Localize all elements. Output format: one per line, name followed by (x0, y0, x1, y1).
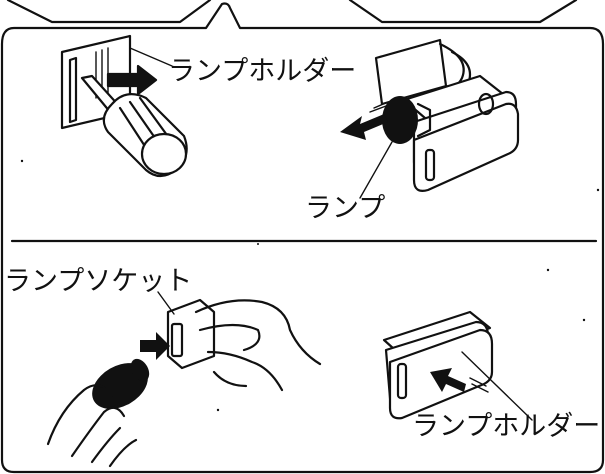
lamp-holder-label-top: ランプホルダー (168, 58, 356, 85)
lamp-socket-label: ランプソケット (4, 268, 192, 295)
holder-leader-top (130, 48, 172, 66)
lamp-insert-illustration (48, 292, 320, 466)
lamp-holder-push-illustration (384, 312, 532, 420)
lamp-label: ランプ (305, 195, 385, 222)
lamp-holder-label-bottom: ランプホルダー (412, 413, 600, 440)
lamp-holder-clip-illustration (340, 40, 518, 198)
lamp-bulb (382, 96, 418, 144)
top-frame-fragment (8, 0, 576, 22)
